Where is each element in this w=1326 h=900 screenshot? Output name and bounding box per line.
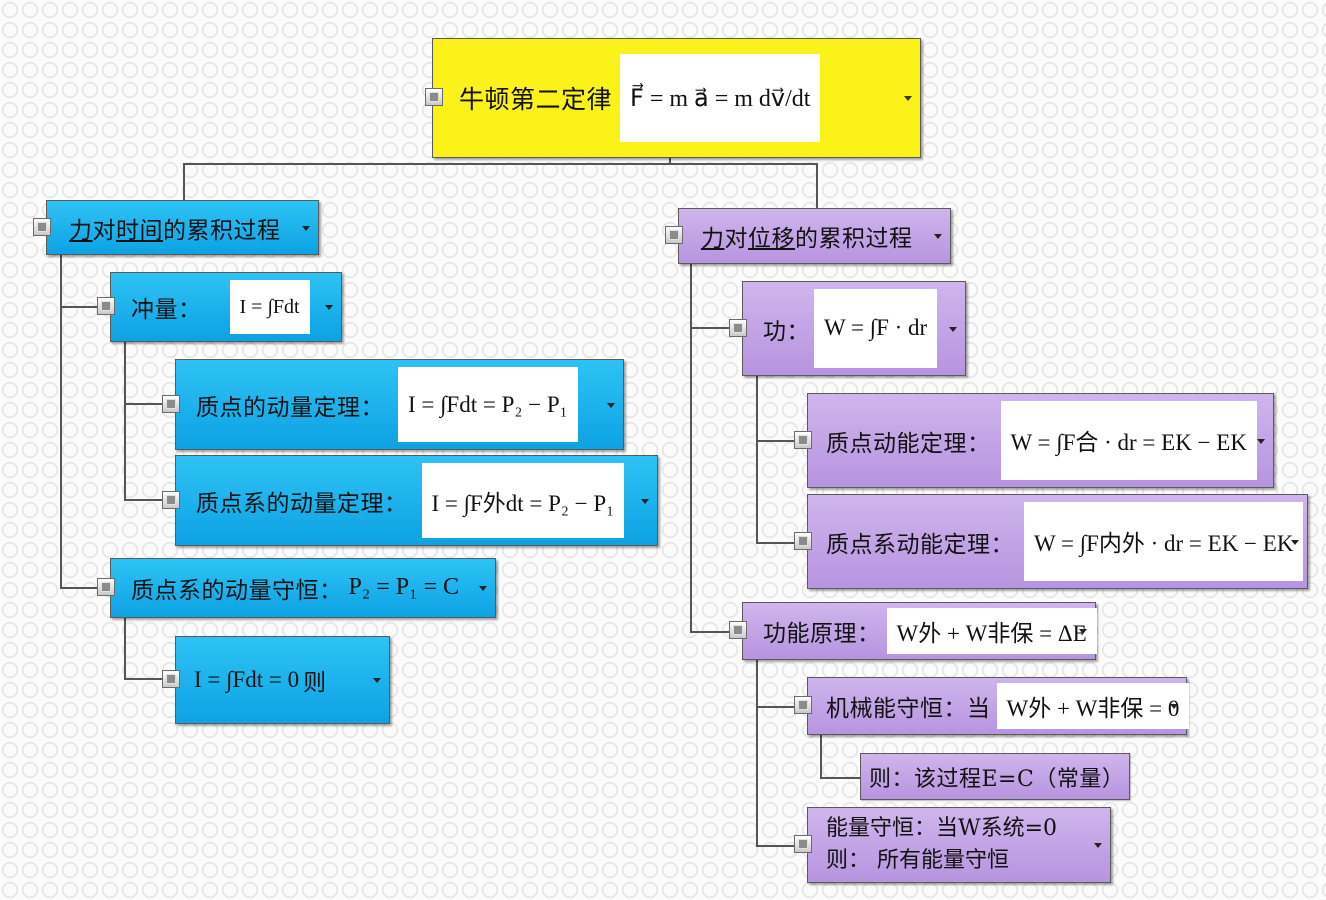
impulse-label: 冲量： xyxy=(131,297,202,323)
connector xyxy=(183,163,185,200)
dropdown-arrow-icon[interactable] xyxy=(1094,843,1102,848)
connector xyxy=(690,631,743,633)
connector xyxy=(124,617,126,679)
collapse-toggle[interactable] xyxy=(729,318,747,337)
connector xyxy=(820,777,861,779)
dropdown-arrow-icon[interactable] xyxy=(325,305,333,310)
mech-conservation-formula: W外 + W非保 = 0 xyxy=(996,683,1190,729)
connector xyxy=(60,254,62,588)
collapse-toggle[interactable] xyxy=(794,531,812,550)
connector xyxy=(183,163,817,165)
connector xyxy=(756,845,808,847)
work-label: 功： xyxy=(763,318,810,345)
connector xyxy=(669,157,671,165)
connector xyxy=(756,660,758,846)
collapse-toggle[interactable] xyxy=(665,226,683,244)
connector xyxy=(690,327,743,329)
energy-conservation-text: 能量守恒：当W系统=0 则： 所有能量守恒 xyxy=(826,813,1057,877)
energy-conservation-node[interactable]: 能量守恒：当W系统=0 则： 所有能量守恒 xyxy=(794,807,1111,883)
momentum-conservation-node[interactable]: 质点系的动量守恒： P₂ = P₁ = C xyxy=(97,558,496,618)
dropdown-arrow-icon[interactable] xyxy=(949,326,957,332)
right-title-label: 力对位移的累积过程 xyxy=(701,226,913,252)
system-momentum-theorem-formula: I = ∫F外dt = P₂ − P₁ xyxy=(421,463,625,538)
collapse-toggle[interactable] xyxy=(794,430,812,449)
dropdown-arrow-icon[interactable] xyxy=(1079,629,1087,634)
system-kinetic-theorem-formula: W = ∫F内外 · dr = EK − EK xyxy=(1024,502,1304,581)
connector xyxy=(124,678,176,680)
connector xyxy=(124,403,176,405)
mech-conservation-node[interactable]: 机械能守恒：当 W外 + W非保 = 0 xyxy=(794,677,1190,735)
left-title-label: 力对时间的累积过程 xyxy=(69,217,281,244)
dropdown-arrow-icon[interactable] xyxy=(1257,438,1265,444)
momentum-theorem-formula: I = ∫Fdt = P₂ − P₁ xyxy=(398,367,578,442)
dropdown-arrow-icon[interactable] xyxy=(934,234,942,239)
kinetic-theorem-node[interactable]: 质点动能定理： W = ∫F合 · dr = EK − EK xyxy=(794,393,1274,488)
root-label: 牛顿第二定律 xyxy=(459,85,613,114)
momentum-conservation-formula: P₂ = P₁ = C xyxy=(348,574,460,601)
work-energy-principle-formula: W外 + W非保 = ΔE xyxy=(886,608,1097,654)
root-formula: F⃗ = m a⃗ = m dv⃗/dt xyxy=(620,54,821,142)
momentum-theorem-node[interactable]: 质点的动量定理： I = ∫Fdt = P₂ − P₁ xyxy=(162,359,624,450)
kinetic-theorem-formula: W = ∫F合 · dr = EK − EK xyxy=(1000,401,1257,480)
condition-node[interactable]: I = ∫Fdt = 0 则 xyxy=(162,636,390,724)
impulse-node[interactable]: 冲量： I = ∫Fdt xyxy=(97,272,342,342)
collapse-toggle[interactable] xyxy=(425,88,443,106)
system-kinetic-theorem-label: 质点系动能定理： xyxy=(826,531,1014,558)
collapse-toggle[interactable] xyxy=(162,670,180,688)
work-energy-principle-label: 功能原理： xyxy=(763,621,881,647)
then-process-label: 则：该过程E=C（常量） xyxy=(869,766,1125,792)
then-process-node[interactable]: 则：该过程E=C（常量） xyxy=(860,753,1130,800)
mech-conservation-label: 机械能守恒：当 xyxy=(826,696,991,722)
dropdown-arrow-icon[interactable] xyxy=(607,402,615,408)
work-node[interactable]: 功： W = ∫F · dr xyxy=(729,281,966,376)
dropdown-arrow-icon[interactable] xyxy=(641,498,649,504)
connector xyxy=(60,587,112,589)
energy-conservation-line2: 则： 所有能量守恒 xyxy=(826,848,1009,873)
system-momentum-theorem-label: 质点系的动量定理： xyxy=(196,490,408,517)
connector xyxy=(756,376,758,543)
kinetic-theorem-label: 质点动能定理： xyxy=(826,430,991,457)
collapse-toggle[interactable] xyxy=(794,835,812,853)
collapse-toggle[interactable] xyxy=(33,217,51,236)
dropdown-arrow-icon[interactable] xyxy=(479,586,487,591)
dropdown-arrow-icon[interactable] xyxy=(904,96,912,101)
collapse-toggle[interactable] xyxy=(97,578,115,596)
system-kinetic-theorem-node[interactable]: 质点系动能定理： W = ∫F内外 · dr = EK − EK xyxy=(794,494,1308,589)
connector xyxy=(756,440,808,442)
collapse-toggle[interactable] xyxy=(162,394,180,413)
connector xyxy=(756,542,808,544)
collapse-toggle[interactable] xyxy=(794,696,812,714)
dropdown-arrow-icon[interactable] xyxy=(1291,539,1299,545)
momentum-theorem-label: 质点的动量定理： xyxy=(196,394,384,421)
collapse-toggle[interactable] xyxy=(162,490,180,509)
root-node[interactable]: 牛顿第二定律 F⃗ = m a⃗ = m dv⃗/dt xyxy=(425,38,921,158)
connector xyxy=(124,340,126,500)
connector xyxy=(816,163,818,208)
connector xyxy=(124,499,176,501)
work-energy-principle-node[interactable]: 功能原理： W外 + W非保 = ΔE xyxy=(729,602,1097,660)
right-branch-title[interactable]: 力对位移的累积过程 xyxy=(665,208,951,264)
energy-conservation-line1: 能量守恒：当W系统=0 xyxy=(826,816,1058,841)
collapse-toggle[interactable] xyxy=(97,297,115,315)
connector xyxy=(820,735,822,778)
dropdown-arrow-icon[interactable] xyxy=(302,225,310,231)
momentum-conservation-label: 质点系的动量守恒： xyxy=(131,578,343,604)
dropdown-arrow-icon[interactable] xyxy=(373,678,381,683)
condition-formula: I = ∫Fdt = 0 xyxy=(194,666,300,692)
system-momentum-theorem-node[interactable]: 质点系的动量定理： I = ∫F外dt = P₂ − P₁ xyxy=(162,455,658,546)
connector xyxy=(690,263,692,632)
left-branch-title[interactable]: 力对时间的累积过程 xyxy=(33,200,319,255)
connector xyxy=(756,706,808,708)
collapse-toggle[interactable] xyxy=(729,621,747,639)
work-formula: W = ∫F · dr xyxy=(814,289,938,368)
connector xyxy=(60,306,112,308)
dropdown-arrow-icon[interactable] xyxy=(1170,704,1178,709)
condition-suffix: 则 xyxy=(303,670,327,696)
impulse-formula: I = ∫Fdt xyxy=(229,280,310,334)
